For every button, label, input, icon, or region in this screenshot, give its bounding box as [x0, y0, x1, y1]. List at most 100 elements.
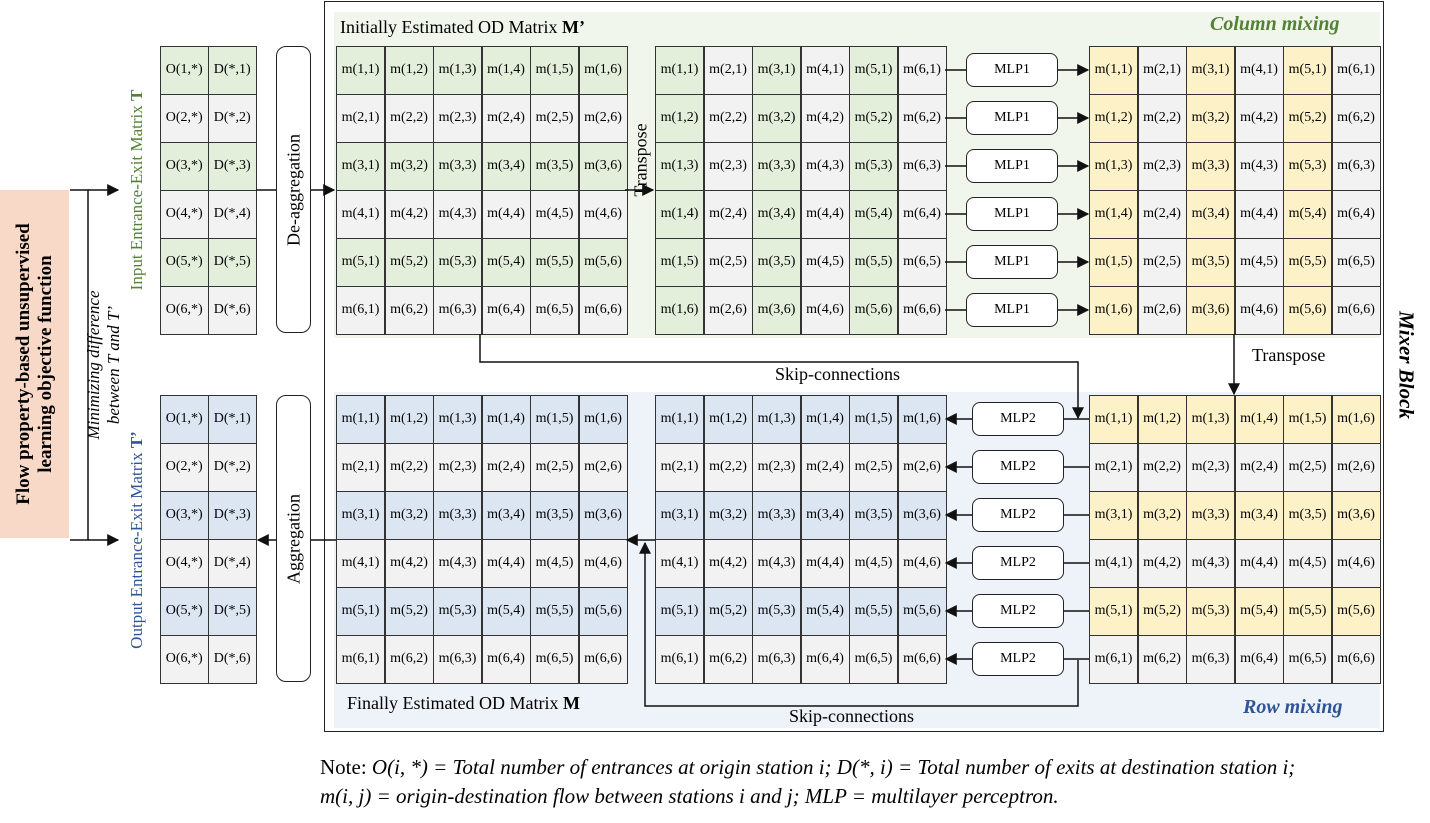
mlp2-box: MLP2	[972, 402, 1064, 436]
initial-matrix-cell: m(5,3)	[433, 238, 482, 287]
column-mixed-cell: m(3,3)	[1186, 142, 1235, 191]
initial-title-text: Initially Estimated OD Matrix	[340, 17, 562, 37]
column-mixed-cell: m(4,4)	[1234, 190, 1284, 239]
row-mixing-input-cell: m(4,3)	[1186, 539, 1235, 588]
row-mixing-input-cell: m(2,5)	[1283, 443, 1332, 492]
row-mixed-cell: m(6,4)	[800, 635, 850, 684]
row-mixing-input-cell: m(5,5)	[1283, 587, 1332, 636]
final-matrix-cell: m(1,3)	[433, 395, 482, 444]
final-matrix-cell: m(3,1)	[336, 491, 385, 540]
initial-matrix-title: Initially Estimated OD Matrix M’	[340, 17, 585, 38]
row-mixed-cell: m(3,4)	[800, 491, 850, 540]
row-mixing-input-cell: m(4,5)	[1283, 539, 1332, 588]
row-mixed-cell: m(2,1)	[655, 443, 704, 492]
output-origin-cell: O(2,*)	[160, 443, 209, 492]
row-mixing-input-cell: m(6,4)	[1234, 635, 1284, 684]
initial-matrix-cell: m(2,4)	[481, 94, 531, 143]
column-mixed-cell: m(1,4)	[1089, 190, 1138, 239]
column-mixed-cell: m(5,5)	[1283, 238, 1332, 287]
transpose-horizontal: Transpose	[1252, 345, 1326, 365]
initial-matrix-cell: m(4,1)	[336, 190, 385, 239]
transposed-matrix-cell: m(2,3)	[703, 142, 753, 191]
mlp1-box: MLP1	[966, 245, 1058, 279]
row-mixing-input-cell: m(3,1)	[1089, 491, 1138, 540]
column-mixed-cell: m(3,5)	[1186, 238, 1235, 287]
row-mixed-cell: m(1,1)	[655, 395, 704, 444]
transposed-matrix-cell: m(6,5)	[897, 238, 947, 287]
mlp2-box: MLP2	[972, 594, 1064, 628]
transposed-matrix-cell: m(2,1)	[703, 46, 753, 95]
final-matrix-cell: m(4,6)	[578, 539, 628, 588]
initial-matrix-cell: m(2,6)	[578, 94, 628, 143]
column-mixed-cell: m(1,2)	[1089, 94, 1138, 143]
row-mixing-input-cell: m(3,6)	[1331, 491, 1381, 540]
mlp2-box: MLP2	[972, 642, 1064, 676]
final-matrix-cell: m(6,3)	[433, 635, 482, 684]
initial-matrix-cell: m(4,4)	[481, 190, 531, 239]
initial-matrix-cell: m(1,6)	[578, 46, 628, 95]
mlp1-box: MLP1	[966, 149, 1058, 183]
row-mixed-cell: m(1,3)	[752, 395, 801, 444]
column-mixed-cell: m(5,4)	[1283, 190, 1332, 239]
column-mixed-cell: m(2,2)	[1137, 94, 1187, 143]
initial-matrix-cell: m(2,3)	[433, 94, 482, 143]
transposed-matrix-cell: m(4,1)	[800, 46, 850, 95]
column-mixed-cell: m(3,4)	[1186, 190, 1235, 239]
final-matrix-cell: m(1,2)	[384, 395, 434, 444]
output-origin-cell: O(1,*)	[160, 395, 209, 444]
column-mixed-cell: m(2,1)	[1137, 46, 1187, 95]
mlp2-box: MLP2	[972, 498, 1064, 532]
input-destination-cell: D(*,4)	[208, 190, 257, 239]
initial-title-symbol: M’	[561, 17, 585, 37]
final-matrix-cell: m(5,2)	[384, 587, 434, 636]
final-matrix-cell: m(6,1)	[336, 635, 385, 684]
transposed-matrix-cell: m(3,6)	[752, 286, 801, 335]
row-mixed-cell: m(3,3)	[752, 491, 801, 540]
column-mixed-cell: m(5,3)	[1283, 142, 1332, 191]
skip-connections-bottom: Skip-connections	[789, 706, 914, 726]
transposed-matrix-cell: m(1,3)	[655, 142, 704, 191]
final-matrix-cell: m(6,6)	[578, 635, 628, 684]
initial-matrix-cell: m(6,4)	[481, 286, 531, 335]
initial-matrix-cell: m(6,2)	[384, 286, 434, 335]
initial-matrix-cell: m(3,5)	[530, 142, 579, 191]
column-mixed-cell: m(5,6)	[1283, 286, 1332, 335]
final-matrix-cell: m(5,3)	[433, 587, 482, 636]
final-matrix-cell: m(2,4)	[481, 443, 531, 492]
transposed-matrix-cell: m(1,1)	[655, 46, 704, 95]
final-matrix-cell: m(2,2)	[384, 443, 434, 492]
row-mixing-input-cell: m(2,3)	[1186, 443, 1235, 492]
transposed-matrix-cell: m(2,2)	[703, 94, 753, 143]
row-mixing-input-cell: m(5,1)	[1089, 587, 1138, 636]
transposed-matrix-cell: m(6,4)	[897, 190, 947, 239]
final-matrix-cell: m(1,6)	[578, 395, 628, 444]
output-destination-cell: D(*,6)	[208, 635, 257, 684]
transposed-matrix-cell: m(4,4)	[800, 190, 850, 239]
mlp1-box: MLP1	[966, 53, 1058, 87]
row-mixing-input-cell: m(3,4)	[1234, 491, 1284, 540]
output-destination-cell: D(*,4)	[208, 539, 257, 588]
output-origin-cell: O(4,*)	[160, 539, 209, 588]
mlp1-box: MLP1	[966, 197, 1058, 231]
transposed-matrix-cell: m(5,6)	[849, 286, 898, 335]
row-mixing-input-cell: m(3,5)	[1283, 491, 1332, 540]
final-title-symbol: M	[562, 693, 580, 713]
initial-matrix-cell: m(6,3)	[433, 286, 482, 335]
input-destination-cell: D(*,5)	[208, 238, 257, 287]
column-mixed-cell: m(5,1)	[1283, 46, 1332, 95]
row-mixing-input-cell: m(6,2)	[1137, 635, 1187, 684]
row-mixing-input-cell: m(4,2)	[1137, 539, 1187, 588]
column-mixed-cell: m(4,5)	[1234, 238, 1284, 287]
row-mixed-cell: m(2,6)	[897, 443, 947, 492]
row-mixed-cell: m(6,5)	[849, 635, 898, 684]
final-matrix-cell: m(3,4)	[481, 491, 531, 540]
final-matrix-cell: m(2,6)	[578, 443, 628, 492]
mlp2-box: MLP2	[972, 450, 1064, 484]
transposed-matrix-cell: m(3,5)	[752, 238, 801, 287]
row-mixing-input-cell: m(5,4)	[1234, 587, 1284, 636]
row-mixed-cell: m(6,2)	[703, 635, 753, 684]
initial-matrix-cell: m(5,1)	[336, 238, 385, 287]
column-mixed-cell: m(2,3)	[1137, 142, 1187, 191]
aggregation-box: Aggregation	[276, 395, 311, 682]
final-matrix-cell: m(1,5)	[530, 395, 579, 444]
